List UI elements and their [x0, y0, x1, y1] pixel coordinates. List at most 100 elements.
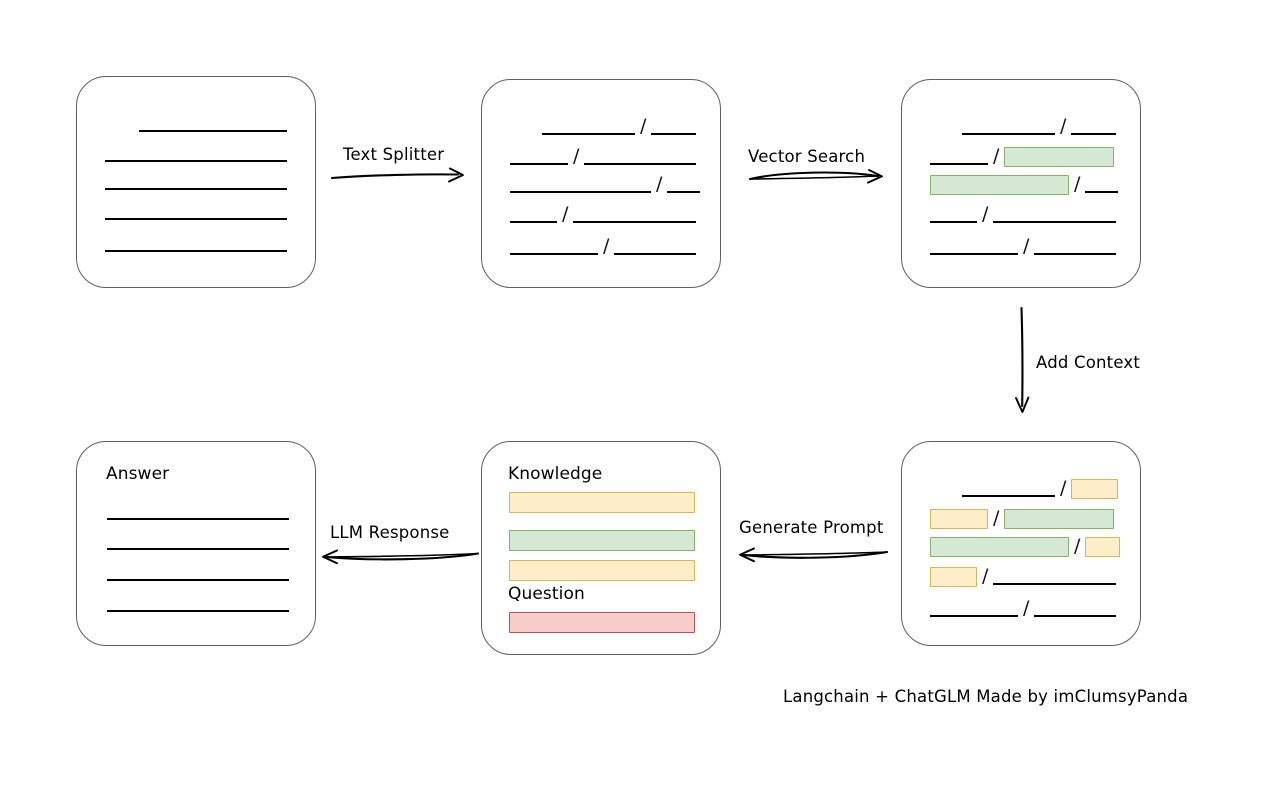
- text-line-segment: [584, 163, 697, 165]
- edge-label-vector-search: Vector Search: [748, 147, 866, 166]
- document-row: [105, 143, 287, 165]
- document-row: /: [930, 534, 1121, 558]
- document-row: /: [510, 234, 697, 258]
- question-bar-red: [509, 612, 695, 633]
- highlight-chip-green: [930, 537, 1069, 557]
- slash-separator: /: [640, 114, 647, 137]
- document-row: [105, 171, 287, 193]
- document-row: /: [930, 234, 1117, 258]
- slash-separator: /: [1023, 596, 1030, 619]
- text-line-segment: [930, 615, 1018, 617]
- text-line-segment: [993, 221, 1117, 223]
- text-line-segment: [542, 133, 635, 135]
- highlight-chip-yellow: [930, 509, 988, 529]
- edge-label-add-context: Add Context: [1036, 353, 1141, 372]
- text-line-segment: [510, 191, 651, 193]
- card-answer[interactable]: Answer: [76, 441, 316, 646]
- text-line-segment: [510, 163, 568, 165]
- slash-separator: /: [603, 234, 610, 257]
- edge-label-generate-prompt: Generate Prompt: [739, 518, 884, 537]
- card-matched-chunks[interactable]: / / / / /: [901, 79, 1141, 288]
- knowledge-bar-yellow: [509, 492, 695, 513]
- text-line-segment: [993, 583, 1117, 585]
- edge-label-text-splitter: Text Splitter: [343, 145, 445, 164]
- answer-line: [107, 610, 289, 612]
- document-row: /: [930, 506, 1115, 530]
- text-line-segment: [139, 130, 287, 132]
- slash-separator: /: [993, 506, 1000, 529]
- highlight-chip-yellow: [1085, 537, 1121, 557]
- text-line-segment: [105, 188, 287, 190]
- knowledge-label: Knowledge: [508, 464, 603, 484]
- slash-separator: /: [1060, 114, 1067, 137]
- text-line-segment: [962, 133, 1055, 135]
- slash-separator: /: [982, 564, 989, 587]
- highlight-chip-green: [1004, 509, 1115, 529]
- highlight-chip-green: [1004, 147, 1115, 167]
- document-row: /: [510, 144, 697, 168]
- slash-separator: /: [562, 202, 569, 225]
- text-line-segment: [510, 221, 557, 223]
- document-row: [105, 233, 287, 255]
- arrow-llm-response: [322, 549, 480, 565]
- slash-separator: /: [573, 144, 580, 167]
- slash-separator: /: [982, 202, 989, 225]
- text-line-segment: [930, 163, 988, 165]
- answer-line: [107, 518, 289, 520]
- arrow-text-splitter: [330, 167, 464, 183]
- text-line-segment: [105, 250, 287, 252]
- slash-separator: /: [656, 172, 663, 195]
- answer-line: [107, 579, 289, 581]
- answer-label: Answer: [106, 464, 170, 484]
- slash-separator: /: [1023, 234, 1030, 257]
- source-document-rows: [77, 77, 315, 287]
- knowledge-bar-yellow: [509, 560, 695, 581]
- arrow-add-context: [1015, 306, 1030, 413]
- card-source-document[interactable]: [76, 76, 316, 288]
- answer-line: [107, 548, 289, 550]
- context-chunks-rows: / / / / /: [902, 442, 1140, 645]
- card-prompt[interactable]: Knowledge Question: [481, 441, 721, 655]
- text-line-segment: [651, 133, 697, 135]
- document-row: /: [962, 476, 1119, 500]
- text-line-segment: [510, 253, 598, 255]
- text-line-segment: [105, 218, 287, 220]
- document-row: /: [930, 564, 1117, 588]
- matched-chunks-rows: / / / / /: [902, 80, 1140, 287]
- document-row: /: [930, 202, 1117, 226]
- document-row: /: [930, 596, 1117, 620]
- card-context-chunks[interactable]: / / / / /: [901, 441, 1141, 646]
- document-row: /: [510, 172, 701, 196]
- text-line-segment: [667, 191, 701, 193]
- edge-label-llm-response: LLM Response: [330, 523, 450, 542]
- highlight-chip-green: [930, 175, 1069, 195]
- card-split-chunks[interactable]: / / / / /: [481, 79, 721, 288]
- text-line-segment: [1034, 615, 1117, 617]
- document-row: /: [542, 114, 697, 138]
- document-row: /: [930, 172, 1119, 196]
- text-line-segment: [930, 221, 977, 223]
- text-line-segment: [930, 253, 1018, 255]
- slash-separator: /: [1074, 534, 1081, 557]
- arrow-vector-search: [748, 169, 883, 184]
- document-row: /: [510, 202, 697, 226]
- text-line-segment: [1034, 253, 1117, 255]
- split-chunks-rows: / / / / /: [482, 80, 720, 287]
- text-line-segment: [573, 221, 697, 223]
- slash-separator: /: [1060, 476, 1067, 499]
- document-row: /: [930, 146, 1115, 168]
- document-row: [105, 201, 287, 223]
- slash-separator: /: [1074, 172, 1081, 195]
- arrow-generate-prompt: [739, 547, 889, 563]
- text-line-segment: [614, 253, 697, 255]
- text-line-segment: [1071, 133, 1117, 135]
- highlight-chip-yellow: [1071, 479, 1119, 499]
- text-line-segment: [1085, 191, 1119, 193]
- document-row: /: [962, 114, 1117, 138]
- question-label: Question: [508, 584, 585, 604]
- document-row: [139, 113, 287, 135]
- knowledge-bar-green: [509, 530, 695, 551]
- highlight-chip-yellow: [930, 567, 977, 587]
- footer-credit: Langchain + ChatGLM Made by imClumsyPand…: [783, 687, 1189, 706]
